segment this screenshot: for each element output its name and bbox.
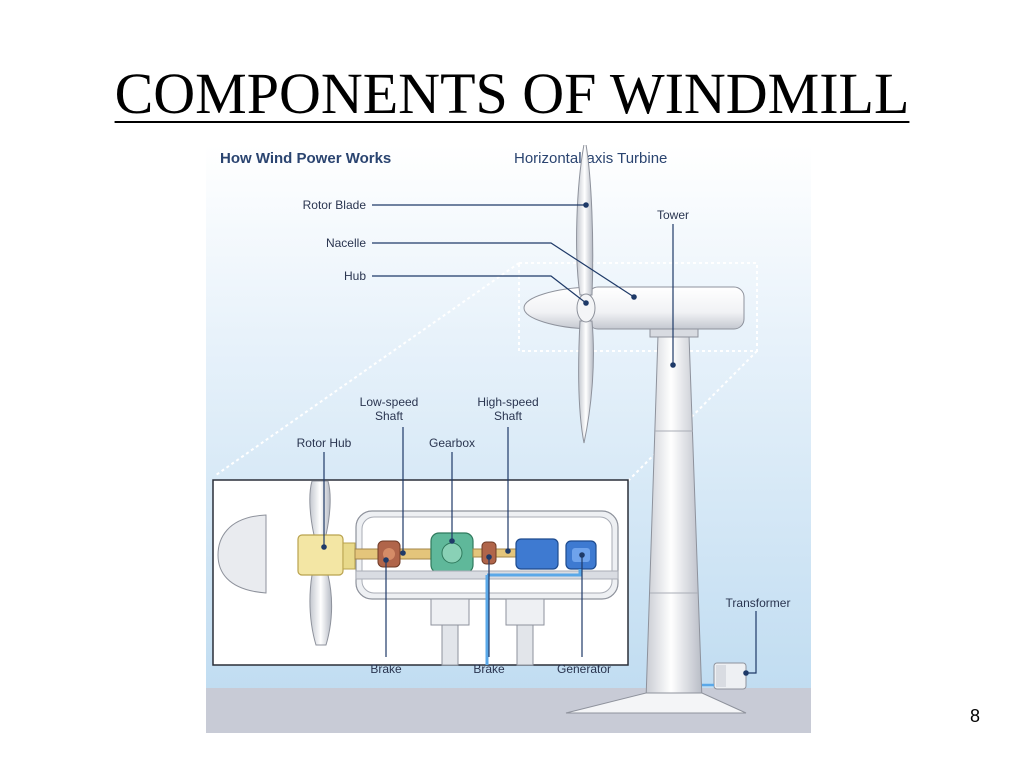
leader-generator-dot: [579, 552, 585, 558]
label-high-speed-shaft-line2: Shaft: [494, 409, 523, 423]
hub: [576, 293, 596, 323]
leader-brake-2-dot: [486, 554, 492, 560]
leader-transformer-dot: [743, 670, 749, 676]
wind-turbine-diagram: How Wind Power Works Horizontal-axis Tur…: [206, 145, 811, 733]
leader-gearbox-dot: [449, 538, 455, 544]
label-high-speed-shaft-line1: High-speed: [477, 395, 538, 409]
leader-rotor-hub-dot: [321, 544, 327, 550]
transformer: [702, 662, 747, 690]
label-low-speed-shaft-line2: Shaft: [375, 409, 404, 423]
label-rotor-hub: Rotor Hub: [297, 436, 352, 450]
label-low-speed-shaft-line1: Low-speed: [360, 395, 419, 409]
leader-brake-1-dot: [383, 557, 389, 563]
leader-hub: [372, 275, 587, 304]
label-generator: Generator: [557, 662, 611, 676]
nacelle-cutaway: [212, 479, 629, 666]
slide-title: COMPONENTS OF WINDMILL: [114, 61, 910, 126]
leader-nacelle: [372, 242, 635, 298]
label-transformer: Transformer: [726, 596, 791, 610]
rotor-blade-bottom: [578, 320, 594, 444]
label-brake-2: Brake: [473, 662, 505, 676]
diagram-subtitle: Horizontal-axis Turbine: [514, 150, 667, 167]
zoom-line-left: [215, 262, 520, 476]
rotor-blade-top: [576, 145, 594, 296]
leader-low-speed-shaft-dot: [400, 550, 406, 556]
tower-base: [565, 692, 747, 714]
zoom-line-right: [627, 350, 758, 482]
label-gearbox: Gearbox: [429, 436, 475, 450]
label-tower: Tower: [657, 208, 689, 222]
leader-tower-dot: [670, 362, 676, 368]
leader-rotor-blade-dot: [583, 202, 589, 208]
leader-nacelle-dot: [631, 294, 637, 300]
label-brake-1: Brake: [370, 662, 402, 676]
leader-hub-dot: [583, 300, 589, 306]
page-number: 8: [969, 706, 980, 726]
leader-transformer: [746, 611, 757, 674]
nacelle: [587, 286, 745, 330]
label-rotor-blade: Rotor Blade: [303, 198, 367, 212]
hub-nose: [523, 286, 591, 330]
nacelle-zoom-box: [518, 262, 758, 352]
diagram-header: How Wind Power Works: [220, 150, 391, 167]
leader-high-speed-shaft-dot: [505, 548, 511, 554]
label-nacelle: Nacelle: [326, 236, 366, 250]
generator-part: [515, 538, 559, 570]
rotor-hub-part: [297, 534, 344, 576]
label-hub: Hub: [344, 269, 366, 283]
